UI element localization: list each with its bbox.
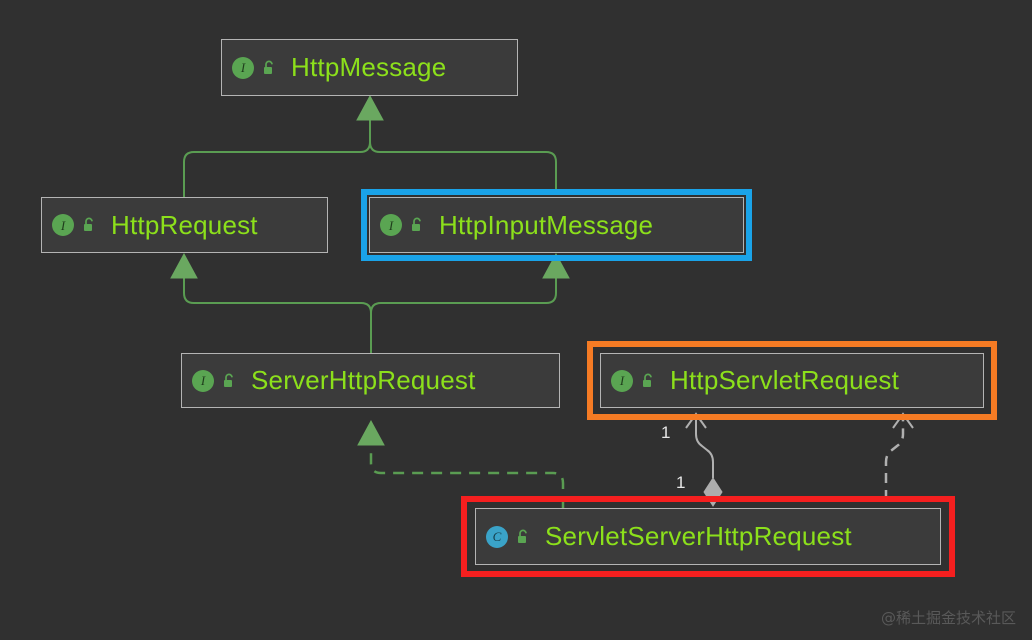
interface-icon: I: [192, 369, 214, 392]
arrowhead-realization-serverhttprequest: [357, 419, 385, 446]
node-http-message[interactable]: I HttpMessage: [221, 39, 518, 96]
edge-httprequest-to-httpmessage: [183, 116, 371, 197]
unlocked-padlock-icon: [640, 373, 656, 389]
edge-serverhttprequest-to-httpinputmessage: [370, 274, 557, 353]
node-http-request[interactable]: I HttpRequest: [41, 197, 328, 253]
orange-highlight-box: [587, 341, 997, 420]
edge-serverhttprequest-to-httprequest: [183, 274, 372, 353]
watermark: @稀土掘金技术社区: [880, 609, 1016, 627]
node-label: ServerHttpRequest: [251, 365, 476, 395]
unlocked-padlock-icon: [221, 373, 237, 389]
arrowhead-generalization-httprequest: [170, 252, 198, 279]
node-http-input-message[interactable]: I HttpInputMessage: [369, 197, 744, 253]
unlocked-padlock-icon: [261, 60, 277, 76]
node-label: ServletServerHttpRequest: [545, 521, 852, 551]
interface-icon: I: [232, 56, 254, 79]
node-label: HttpServletRequest: [670, 365, 900, 395]
arrowhead-generalization-httpmessage: [356, 94, 384, 121]
interface-icon: I: [52, 214, 74, 236]
edge-httpinputmessage-to-httpmessage: [369, 116, 557, 189]
unlocked-padlock-icon: [81, 217, 97, 233]
edge-servletserverhttprequest-to-httpservletrequest-association: [685, 412, 723, 507]
edge-servletserverhttprequest-to-httpservletrequest-realization: [884, 412, 914, 500]
interface-icon: I: [611, 369, 633, 392]
interface-icon: I: [380, 214, 402, 236]
node-http-servlet-request[interactable]: I HttpServletRequest: [600, 353, 984, 408]
node-servlet-server-http-request[interactable]: C ServletServerHttpRequest: [475, 508, 941, 565]
node-server-http-request[interactable]: I ServerHttpRequest: [181, 353, 560, 408]
unlocked-padlock-icon: [515, 529, 531, 545]
unlocked-padlock-icon: [409, 217, 425, 233]
class-icon: C: [486, 525, 508, 548]
node-label: HttpRequest: [111, 209, 258, 240]
multiplicity-label-top: 1: [661, 423, 671, 442]
multiplicity-label-bottom: 1: [676, 473, 686, 492]
node-label: HttpMessage: [291, 52, 447, 82]
node-label: HttpInputMessage: [439, 209, 654, 240]
